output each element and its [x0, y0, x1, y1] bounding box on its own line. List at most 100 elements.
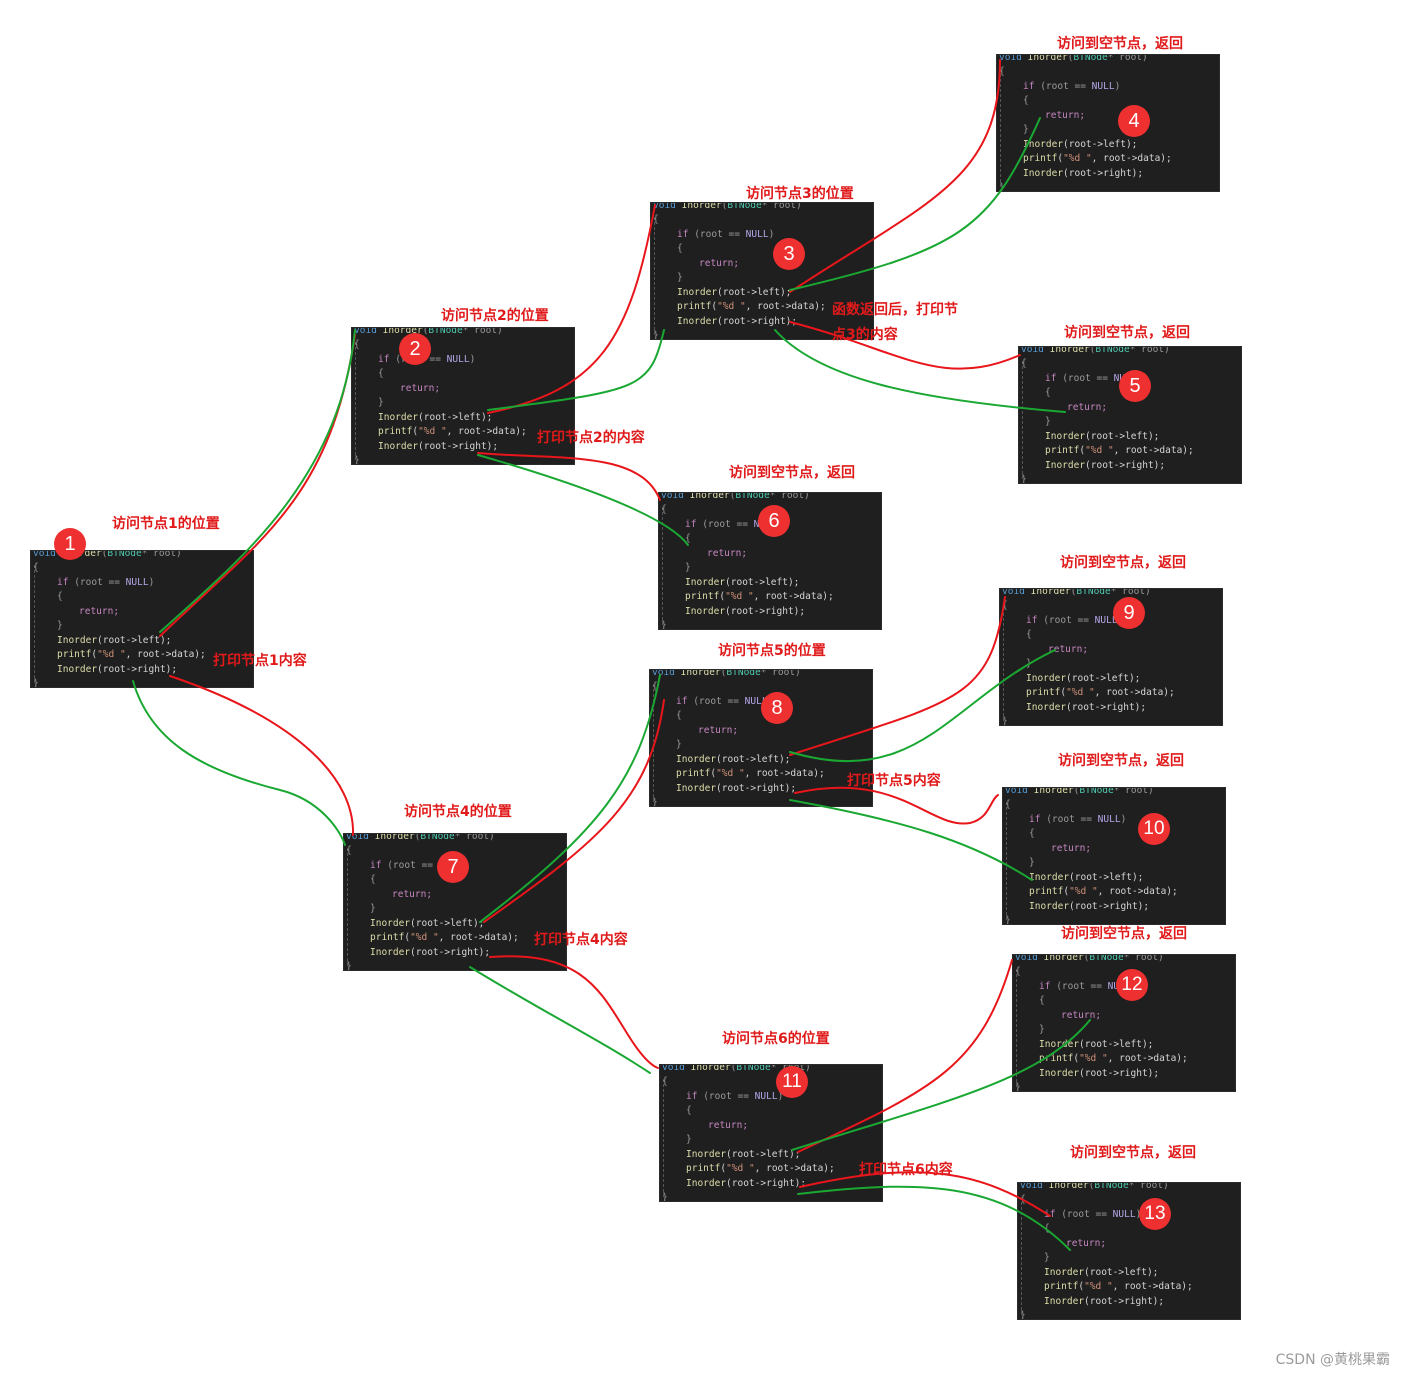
function-header: void Inorder(BTNode* root) [354, 327, 503, 339]
code-token: "%d " [1066, 687, 1095, 698]
code-token: Inorder [1029, 901, 1070, 912]
code-token: , root->data); [1107, 1053, 1188, 1064]
indent-guide [1003, 603, 1004, 721]
code-token: * root) [769, 492, 810, 501]
null-check-line: if (root == NULL) [57, 576, 154, 591]
code-token: ( [711, 301, 718, 312]
code-token: } [1045, 416, 1051, 427]
code-token: (root == [1061, 1209, 1113, 1220]
code-token: } [370, 903, 376, 914]
left-recursion-line: Inorder(root->left); [370, 917, 484, 932]
right-recursion-line: Inorder(root->right); [370, 946, 490, 961]
left-recursion-line: Inorder(root->left); [686, 1148, 800, 1163]
code-punctuation: ( [1073, 787, 1080, 796]
code-token: printf [685, 591, 720, 602]
indent-guide [1000, 69, 1001, 187]
code-token: printf [1023, 153, 1058, 164]
code-token: BTNode [1073, 54, 1108, 63]
node-badge-10: 10 [1138, 813, 1170, 845]
close-brace: } [1015, 1081, 1021, 1092]
close-brace: } [1023, 123, 1029, 138]
code-panel-11: void Inorder(BTNode* root){if (root == N… [659, 1064, 883, 1202]
code-token: (root->left); [1066, 673, 1141, 684]
note-null-return-10: 访问到空节点，返回 [1058, 753, 1184, 769]
code-token: "%d " [725, 591, 754, 602]
code-punctuation: ( [730, 1064, 737, 1073]
code-token: } [354, 455, 360, 465]
code-token: "%d " [410, 932, 439, 943]
code-token: * root) [1110, 588, 1151, 597]
return-wire-7-1 [132, 680, 346, 846]
close-brace: } [661, 619, 667, 629]
code-token: NULL [744, 696, 768, 707]
code-token: Inorder [690, 1064, 731, 1073]
code-token: (root == [693, 696, 745, 707]
right-recursion-line: Inorder(root->right); [685, 605, 805, 620]
close-brace: } [677, 271, 683, 286]
code-token: void [999, 54, 1022, 63]
close-brace: } [1002, 715, 1008, 725]
function-header: void Inorder(BTNode* root) [1020, 1183, 1169, 1194]
code-token: (root->left); [716, 754, 791, 765]
code-token: ( [1078, 1281, 1085, 1292]
code-token: { [677, 243, 683, 254]
code-token: void [653, 202, 676, 211]
code-token: } [1015, 1082, 1021, 1092]
code-token: { [653, 214, 659, 225]
code-punctuation: ( [1067, 54, 1074, 63]
code-token: { [661, 504, 667, 515]
close-brace: } [662, 1191, 668, 1201]
watermark: CSDN @黄桃果霸 [1275, 1352, 1390, 1368]
code-token: return; [79, 606, 120, 617]
close-brace: } [686, 1133, 692, 1148]
open-brace: { [354, 338, 360, 353]
code-token: printf [686, 1163, 721, 1174]
code-token: } [652, 797, 658, 807]
open-brace: { [661, 503, 667, 518]
node-badge-3: 3 [773, 238, 805, 270]
close-brace: } [1005, 914, 1011, 924]
code-token: * root) [462, 327, 503, 336]
code-token: ( [1079, 445, 1086, 456]
note-print-node4: 打印节点4内容 [534, 932, 628, 948]
indent-guide [653, 684, 654, 802]
code-token: * root) [761, 202, 802, 211]
open-brace: { [1026, 628, 1032, 643]
code-token: "%d " [1069, 886, 1098, 897]
code-token: (root->right); [410, 947, 491, 958]
code-token: } [1039, 1024, 1045, 1035]
code-token: ( [719, 591, 726, 602]
code-token: } [57, 620, 63, 631]
code-token: NULL [1094, 615, 1118, 626]
close-brace: } [378, 396, 384, 411]
code-token: Inorder [1039, 1039, 1080, 1050]
code-token: BTNode [735, 492, 770, 501]
code-token: (root->left); [717, 287, 792, 298]
code-token: } [1020, 1310, 1026, 1320]
note-visit-node1: 访问节点1的位置 [112, 516, 220, 532]
code-token: Inorder [1026, 673, 1067, 684]
note-print-node6: 打印节点6内容 [859, 1162, 953, 1178]
right-recursion-line: Inorder(root->right); [1026, 701, 1146, 716]
return-wire-6-2 [477, 454, 689, 546]
note-visit-node6: 访问节点6的位置 [722, 1031, 830, 1047]
code-token: } [346, 961, 352, 971]
printf-line: printf("%d ", root->data); [677, 300, 826, 315]
indent-guide [347, 848, 348, 966]
code-token: { [1045, 387, 1051, 398]
code-token: { [652, 681, 658, 692]
null-check-line: if (root == NULL) [676, 695, 773, 710]
open-brace: { [1020, 1193, 1026, 1208]
code-token: void [1002, 588, 1025, 597]
indent-guide [355, 342, 356, 460]
code-token: { [378, 368, 384, 379]
code-token: Inorder [686, 1178, 727, 1189]
code-token: { [1021, 358, 1027, 369]
code-token: if [57, 577, 69, 588]
close-brace: } [652, 796, 658, 807]
printf-line: printf("%d ", root->data); [370, 931, 519, 946]
function-header: void Inorder(BTNode* root) [1005, 787, 1154, 799]
note-null-return-13: 访问到空节点，返回 [1070, 1145, 1196, 1161]
code-token: printf [677, 301, 712, 312]
code-token: void [33, 550, 56, 559]
